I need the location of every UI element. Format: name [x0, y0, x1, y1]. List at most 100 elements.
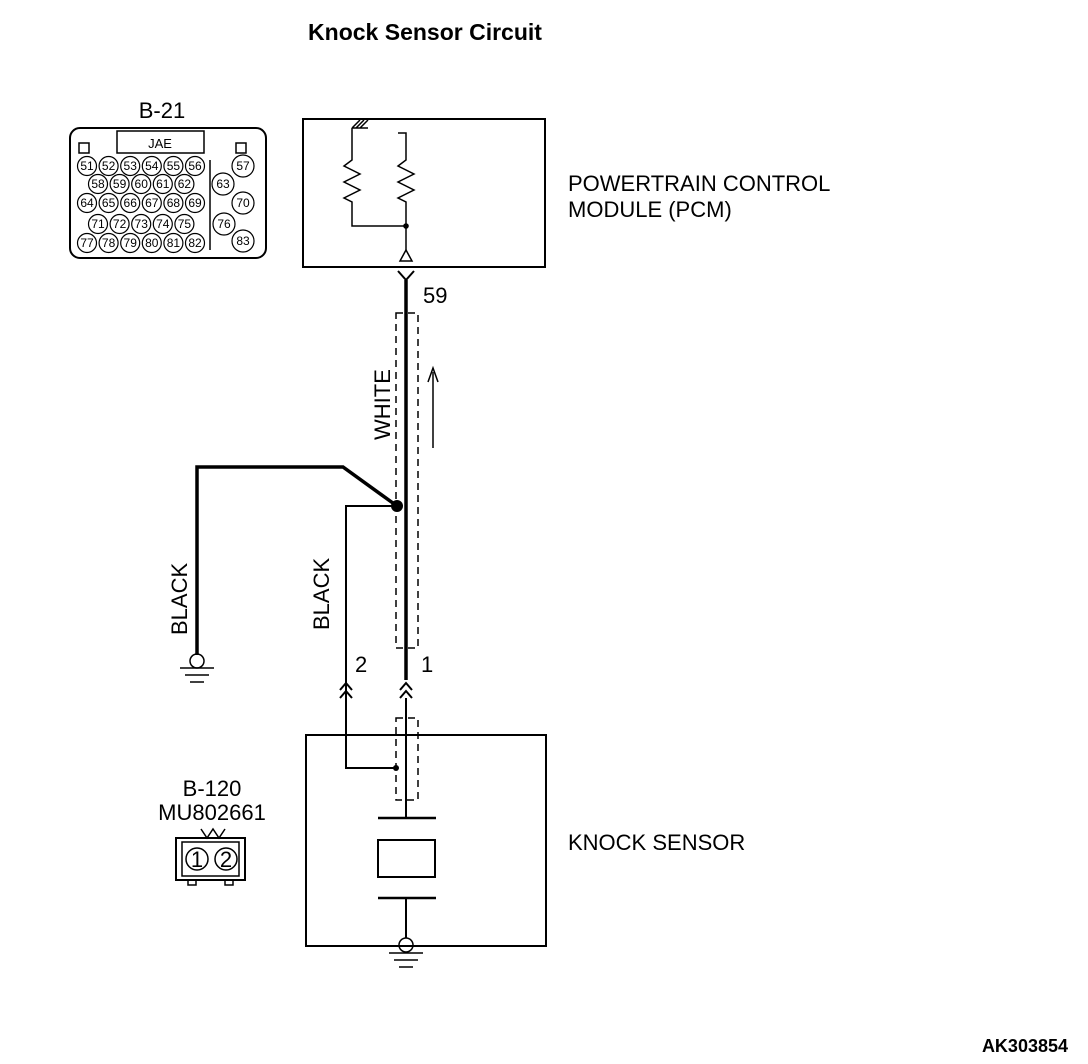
connector-b21-pin-label: 63 — [216, 177, 230, 191]
connector-b21-pin — [163, 155, 184, 177]
diagram-title: Knock Sensor Circuit — [308, 19, 542, 45]
knock-sensor-label: KNOCK SENSOR — [568, 830, 745, 855]
connector-b21-pin — [141, 155, 162, 177]
connector-b21-pin — [141, 192, 162, 214]
connector-b21-pin-label: 80 — [145, 236, 159, 250]
connector-b21-pin-label: 66 — [124, 196, 138, 210]
knock-sensor-box — [305, 734, 547, 947]
connector-b21-pin-label: 79 — [124, 236, 138, 250]
connector-b21-pin-label: 62 — [178, 177, 192, 191]
connector-b21-pin-label: 58 — [91, 177, 105, 191]
ground-wire-1-color: BLACK — [167, 563, 192, 635]
connector-b120-pin1-label: 1 — [191, 847, 203, 872]
pcm-input-triangle — [398, 248, 414, 262]
connector-b21-pin-label: 78 — [102, 236, 116, 250]
connector-b21-pin — [184, 232, 206, 254]
connector-b120-pin1 — [185, 847, 209, 871]
connector-b120-pin2-label: 2 — [220, 847, 232, 872]
sensor-pin1-label: 1 — [421, 652, 433, 677]
connector-b21-pin — [231, 191, 255, 215]
shield-upper — [395, 312, 419, 649]
connector-b21-pin-label: 81 — [167, 236, 181, 250]
connector-b21-pin — [184, 155, 206, 177]
connector-b21-pin-label: 67 — [145, 196, 159, 210]
pcm-pin-label: 59 — [423, 283, 447, 308]
connector-b21-pin — [231, 154, 255, 178]
connector-b21-pin-label: 61 — [156, 177, 170, 191]
connector-b21-pin — [87, 173, 109, 195]
pcm-box — [302, 118, 546, 268]
connector-b120-label: B-120 — [183, 776, 242, 801]
pcm-label-line1: POWERTRAIN CONTROL — [568, 171, 830, 196]
connector-b120-foot-left — [187, 879, 197, 886]
connector-b21-pin — [120, 155, 141, 177]
pcm-resistor-right — [396, 132, 416, 250]
connector-b21-pin-label: 57 — [236, 159, 250, 173]
connector-b21-pin — [109, 173, 130, 195]
connector-b21-pin-label: 71 — [91, 217, 105, 231]
connector-b21-pin — [184, 192, 206, 214]
connector-b21-maker: JAE — [148, 136, 172, 151]
shield-lower — [395, 717, 419, 801]
ground-wire-2 — [345, 505, 397, 769]
connector-b21-pin-label: 64 — [80, 196, 94, 210]
connector-b21-pin-label: 68 — [167, 196, 181, 210]
connector-b21-pin-label: 51 — [80, 159, 94, 173]
connector-b120-inner — [181, 841, 240, 877]
connector-b21-pin — [231, 229, 255, 253]
flow-arrow-icon — [427, 365, 439, 383]
connector-b21-pin — [131, 213, 152, 235]
piezo-element — [377, 839, 436, 878]
pcm-label-line2: MODULE (PCM) — [568, 197, 732, 222]
connector-b21-pin — [163, 232, 184, 254]
connector-b21-pin — [87, 213, 109, 235]
connector-b21-pin-label: 55 — [167, 159, 181, 173]
connector-b21-pin-label: 65 — [102, 196, 116, 210]
ground-lines-left — [180, 667, 214, 683]
pcm-resistor-left — [342, 128, 406, 227]
connector-b21-pin — [152, 173, 173, 195]
connector-b21-pin-label: 74 — [156, 217, 170, 231]
connector-b21-pin — [211, 172, 235, 196]
connector-b21-pin — [212, 212, 236, 236]
connector-b21-label: B-21 — [139, 98, 185, 123]
ground-lines-sensor — [389, 952, 423, 968]
connector-b120-foot-right — [224, 879, 234, 886]
connector-b21-pin — [141, 232, 162, 254]
connector-b21-pin — [98, 155, 119, 177]
connector-b21-latch-right — [235, 142, 247, 154]
connector-b21-latch-left — [78, 142, 90, 154]
connector-b120-pin2 — [214, 847, 238, 871]
connector-b120-part: MU802661 — [158, 800, 266, 825]
signal-wire-color: WHITE — [370, 369, 395, 440]
sensor-shield-dot — [393, 765, 399, 771]
connector-b21-pin — [120, 232, 141, 254]
pcm-connector-chevron — [397, 270, 415, 282]
connector-b21-pin — [163, 192, 184, 214]
sensor-pin2-label: 2 — [355, 652, 367, 677]
connector-b21-pin — [120, 192, 141, 214]
connector-b21-body — [69, 127, 267, 259]
connector-b21-pin-label: 52 — [102, 159, 116, 173]
connector-b21-pin — [76, 192, 98, 214]
connector-b21-pin-label: 75 — [178, 217, 192, 231]
connector-b21-pin-label: 76 — [217, 217, 231, 231]
connector-b21-pin-label: 83 — [236, 234, 250, 248]
connector-b21-pin — [174, 213, 195, 235]
signal-wire: 59 WHITE — [370, 270, 447, 680]
ground-wires: BLACK BLACK — [167, 465, 403, 769]
connector-b21-pin-label: 82 — [188, 236, 202, 250]
sensor-pin1-chevron — [399, 681, 413, 699]
sensor-pin2-chevron — [339, 681, 353, 699]
ground-icon-sensor — [398, 937, 414, 953]
connector-b21-pin — [152, 213, 173, 235]
sensor-connector: 2 1 — [339, 652, 433, 699]
ground-wire-2-color: BLACK — [309, 558, 334, 630]
connector-b21-pin — [76, 155, 98, 177]
connector-b21-pin — [109, 213, 130, 235]
connector-b120-latch — [200, 827, 226, 840]
connector-b21-pin — [98, 232, 119, 254]
